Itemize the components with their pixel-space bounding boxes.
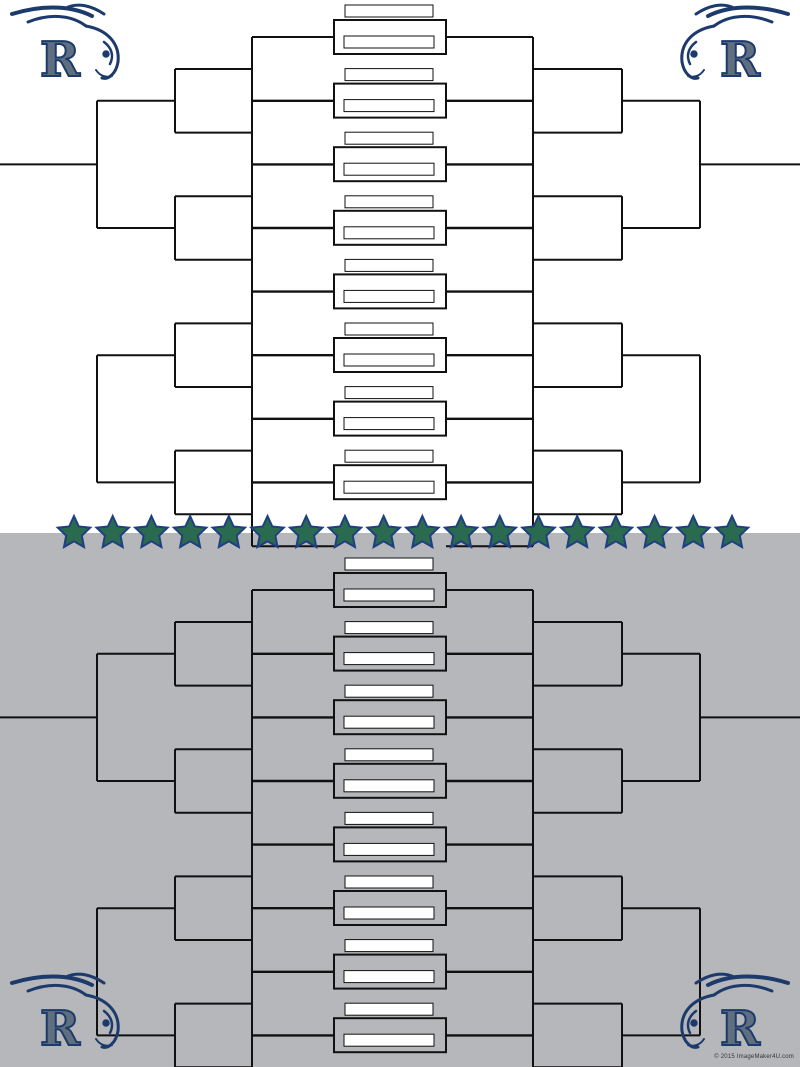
matchup-slot [333,748,447,799]
team-name-box[interactable] [343,162,435,176]
seed-label-box[interactable] [344,258,434,272]
copyright-text: © 2015 ImageMaker4U.com [714,1054,794,1060]
team-slot-frame [333,890,447,926]
bottom-bracket [0,557,800,1067]
matchup-slot [333,449,447,501]
team-name-box[interactable] [343,1033,435,1047]
matchup-slot [333,322,447,373]
matchup-slot [333,684,447,736]
matchup-slot [333,811,447,863]
team-slot-frame [333,572,447,608]
seed-label-box[interactable] [344,449,434,463]
team-name-box[interactable] [343,842,435,856]
team-slot-frame [333,337,447,373]
logo-letter: R [720,32,761,88]
team-slot-frame [333,273,447,310]
team-slot-frame [333,19,447,55]
seed-label-box[interactable] [344,131,434,145]
matchup-slot [333,939,447,990]
seed-label-box[interactable] [344,748,434,762]
team-name-box[interactable] [343,906,435,920]
team-slot-frame [333,209,447,246]
matchup-slot [333,4,447,55]
matchup-slot [333,557,447,608]
team-slot-frame [333,146,447,183]
matchup-slot [333,386,447,437]
matchup-slot [333,131,447,183]
seed-label-box[interactable] [344,557,434,571]
team-name-box[interactable] [343,779,435,793]
matchup-slot [333,621,447,672]
panther-r-logo-icon: R [679,972,790,1058]
team-name-box[interactable] [343,588,435,602]
matchup-slot [333,1002,447,1054]
seed-label-box[interactable] [344,621,434,635]
logo-letter: R [720,1001,761,1057]
seed-label-box[interactable] [344,68,434,82]
top-bracket [0,4,800,548]
seed-label-box[interactable] [344,322,434,336]
team-slot-frame [333,953,447,990]
team-name-box[interactable] [343,289,435,303]
team-slot-frame [333,400,447,437]
team-slot-frame [333,826,447,863]
matchup-slot [333,68,447,119]
seed-label-box[interactable] [344,195,434,209]
matchup-slot [333,258,447,310]
matchup-slot [333,875,447,926]
seed-label-box[interactable] [344,875,434,889]
team-slot-frame [333,699,447,736]
team-name-box[interactable] [343,353,435,367]
team-name-box[interactable] [343,715,435,729]
team-slot-frame [333,762,447,799]
team-name-box[interactable] [343,35,435,49]
team-slot-frame [333,82,447,119]
seed-label-box[interactable] [344,939,434,953]
seed-label-box[interactable] [344,4,434,18]
team-slot-frame [333,635,447,672]
team-slot-frame [333,464,447,501]
seed-label-box[interactable] [344,811,434,825]
team-name-box[interactable] [343,652,435,666]
seed-label-box[interactable] [344,684,434,698]
seed-label-box[interactable] [344,386,434,400]
panther-r-logo-icon: R [679,3,790,89]
team-name-box[interactable] [343,417,435,431]
team-name-box[interactable] [343,226,435,240]
team-name-box[interactable] [343,480,435,494]
team-name-box[interactable] [343,99,435,113]
matchup-slot [333,195,447,246]
team-name-box[interactable] [343,970,435,984]
bottom-section-background [0,533,800,1067]
panther-r-logo-icon: R [10,3,121,89]
seed-label-box[interactable] [344,1002,434,1016]
team-slot-frame [333,1017,447,1054]
logo-letter: R [40,32,81,88]
logo-letter: R [40,1001,81,1057]
panther-r-logo-icon: R [10,972,121,1058]
